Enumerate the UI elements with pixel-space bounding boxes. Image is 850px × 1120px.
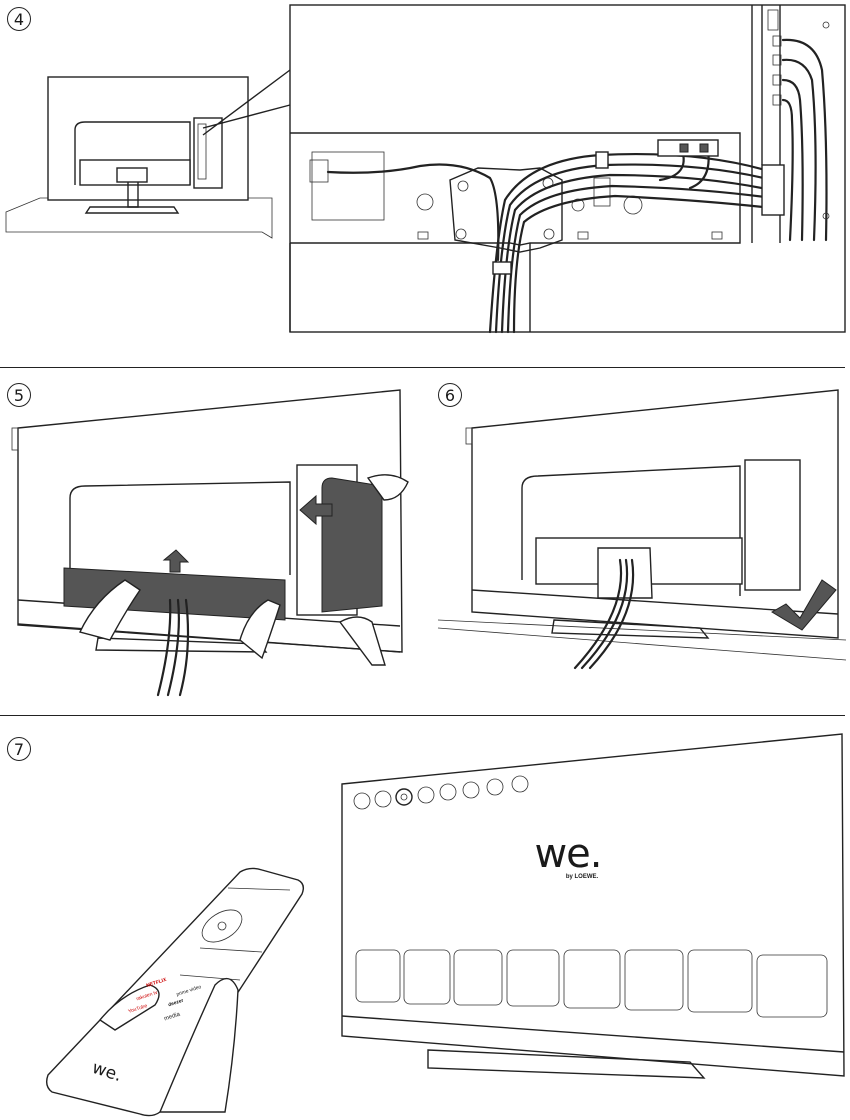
- arrow-up-icon: [162, 549, 190, 573]
- step-4-number: 4: [7, 7, 31, 31]
- step7-remote: [45, 867, 305, 1117]
- step5-illustration: [11, 389, 409, 697]
- section-divider-2: [0, 715, 845, 716]
- step-5-number: 5: [7, 383, 31, 407]
- step-5-label: 5: [13, 386, 25, 405]
- step-6-label: 6: [444, 386, 456, 405]
- step-7-number: 7: [7, 737, 31, 761]
- tv-logo: we. by LOEWE.: [528, 834, 608, 880]
- section-divider-1: [0, 367, 845, 368]
- checkmark-icon: [771, 579, 837, 631]
- hand-icon: [79, 579, 141, 641]
- step-6-number: 6: [438, 383, 462, 407]
- arrow-left-icon: [299, 494, 333, 526]
- tv-logo-sub: by LOEWE.: [565, 874, 599, 880]
- settings-icon: [395, 788, 413, 806]
- step4-tv-overview: [5, 69, 291, 239]
- tv-logo-main: we.: [534, 831, 602, 877]
- step7-tv: [341, 733, 845, 1079]
- step-7-label: 7: [13, 740, 25, 759]
- step6-illustration: [437, 389, 847, 670]
- step-4-label: 4: [13, 10, 25, 29]
- hand-icon: [158, 977, 239, 1113]
- step4-zoom-detail: [289, 4, 846, 334]
